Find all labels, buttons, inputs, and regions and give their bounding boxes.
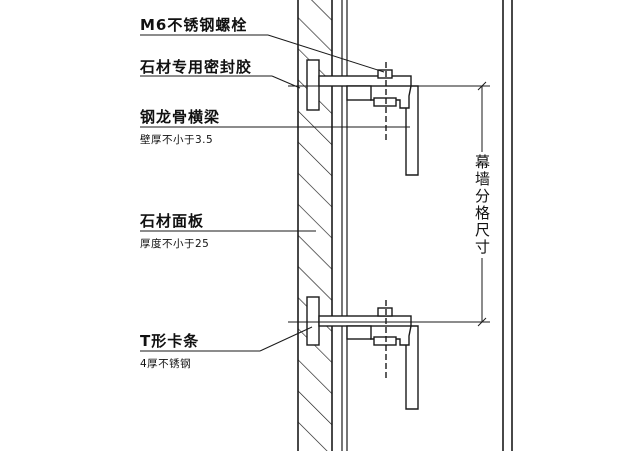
- dimension-label: 幕墙分格尺寸: [472, 152, 493, 258]
- sealant-label: 石材专用密封胶: [140, 58, 253, 76]
- panel-label: 石材面板: [140, 212, 205, 230]
- bolt-label: M6不锈钢螺栓: [140, 16, 248, 34]
- clip-label: T形卡条: [140, 332, 200, 350]
- keel-note: 壁厚不小于3.5: [140, 134, 214, 146]
- keel-label: 钢龙骨横梁: [140, 108, 221, 126]
- lower-t-clip: [306, 296, 419, 410]
- building-wall: [502, 0, 513, 451]
- inner-plate-lines: [341, 0, 348, 451]
- leader-lines: [140, 34, 410, 352]
- panel-note: 厚度不小于25: [140, 238, 210, 250]
- clip-note: 4厚不锈钢: [140, 358, 192, 370]
